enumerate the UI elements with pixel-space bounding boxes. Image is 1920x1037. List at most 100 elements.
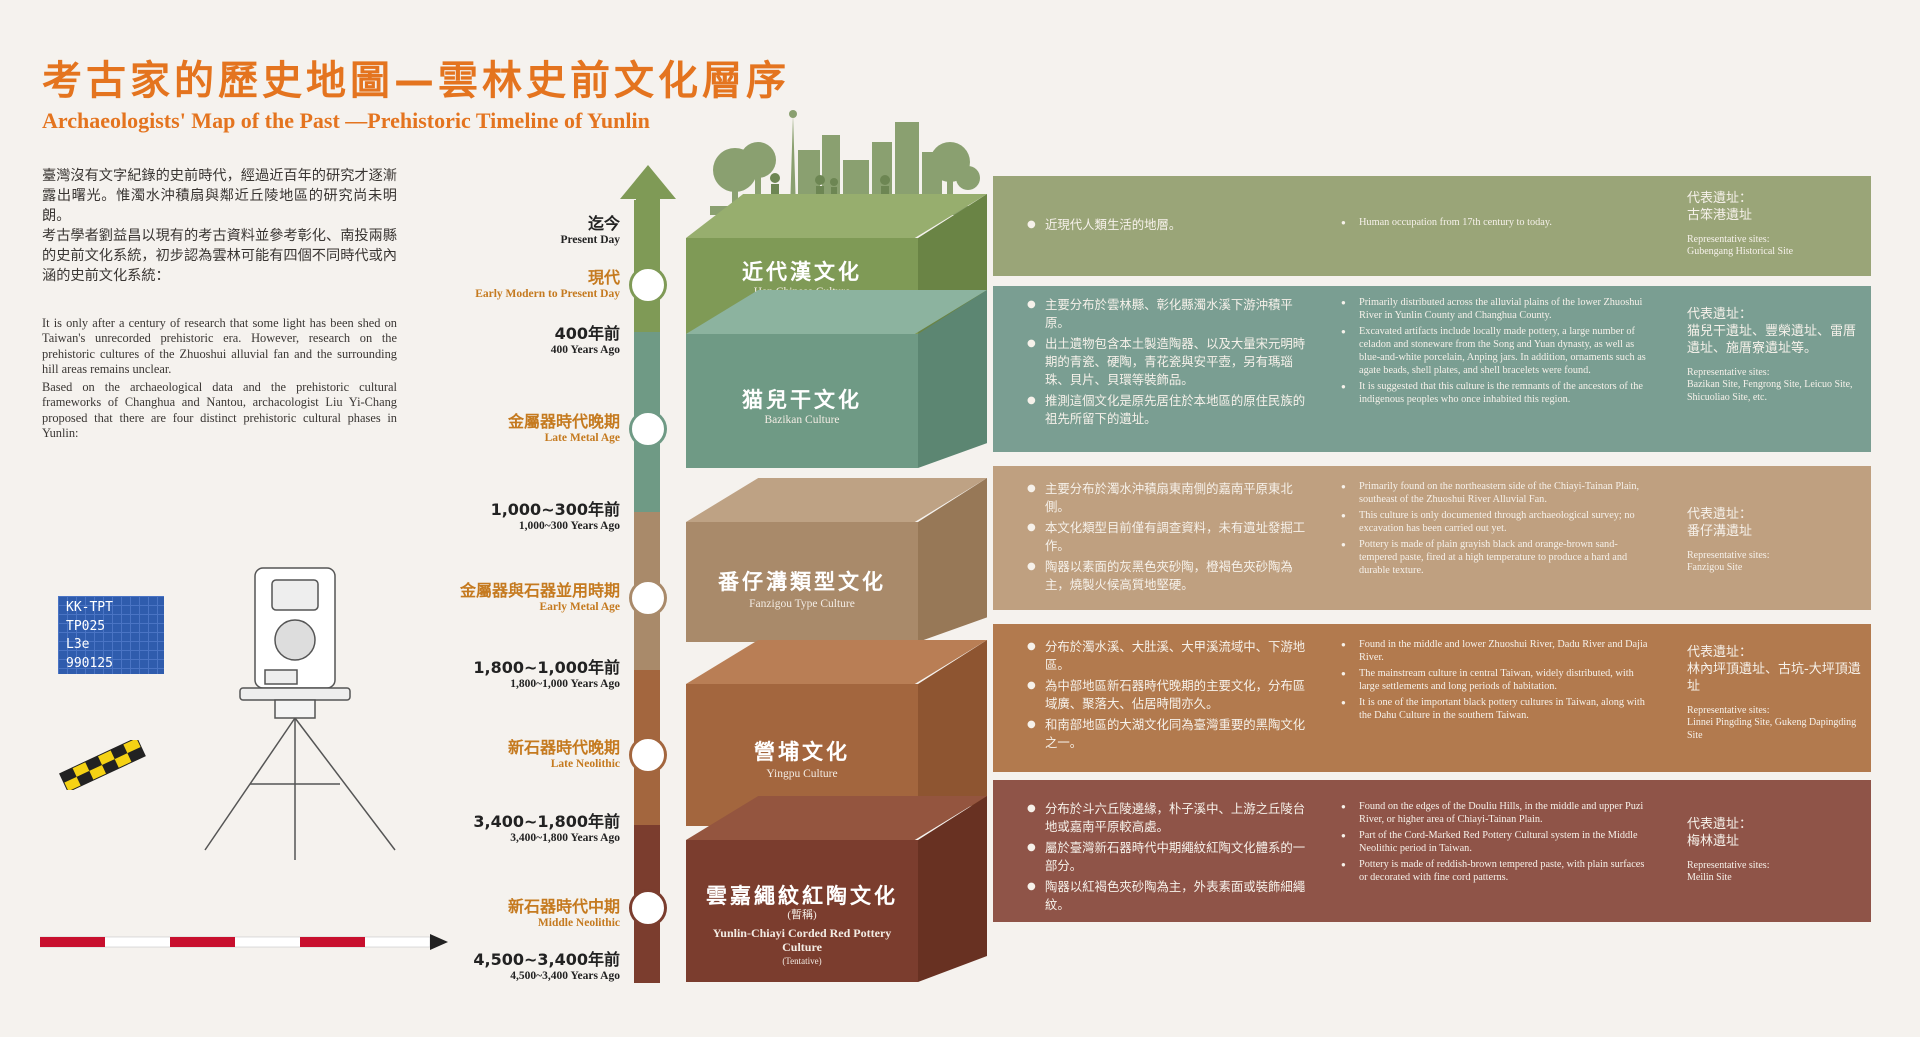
timeline-label-en: Late Neolithic: [550, 758, 620, 770]
bullet-zh: 主要分布於濁水沖積扇東南側的嘉南平原東北側。: [1027, 480, 1317, 516]
timeline-label-1800-1000: 1,800~1,000年前 1,800~1,000 Years Ago: [473, 654, 620, 690]
bullets-en: Found in the middle and lower Zhuoshui R…: [1341, 638, 1651, 725]
bullet-en: This culture is only documented through …: [1341, 509, 1651, 535]
bullet-zh: 為中部地區新石器時代晚期的主要文化，分布區域廣、聚落大、佔居時間亦久。: [1027, 677, 1317, 713]
bullet-en: Pottery is made of reddish-brown tempere…: [1341, 858, 1651, 884]
culture-panel-bazikan: 主要分布於雲林縣、彰化縣濁水溪下游沖積平原。 出土遺物包含本土製造陶器、以及大量…: [993, 286, 1871, 452]
bullets-en: Found on the edges of the Douliu Hills, …: [1341, 800, 1651, 887]
timeline-label-zh: 新石器時代晚期: [507, 738, 620, 757]
bullet-zh: 本文化類型目前僅有調查資料，未有遺址發掘工作。: [1027, 519, 1317, 555]
timeline-label-zh: 3,400~1,800年前: [473, 812, 620, 831]
rep-sites-zh: 古笨港遺址: [1687, 208, 1753, 223]
culture-title-zh: 營埔文化: [754, 739, 850, 764]
rep-heading-en: Representative sites:: [1687, 367, 1770, 378]
badge-line: 990125: [66, 655, 113, 671]
culture-title-en: Bazikan Culture: [764, 414, 840, 426]
culture-title-en: Yunlin-Chiayi Corded Red Pottery Culture: [712, 926, 892, 954]
bullet-en: It is suggested that this culture is the…: [1341, 380, 1651, 406]
timeline-label-en: 4,500~3,400 Years Ago: [510, 970, 620, 982]
survey-id-badge: KK-TPT TP025 L3e 990125: [58, 596, 164, 674]
rep-sites-zh: 番仔溝遺址: [1687, 524, 1753, 539]
rep-heading-zh: 代表遺址：: [1687, 191, 1753, 206]
badge-line: TP025: [66, 618, 106, 634]
culture-title-zh: 近代漢文化: [742, 259, 862, 284]
culture-note-en: (Tentative): [782, 956, 822, 966]
timeline-node-middle-neolithic: [632, 892, 664, 924]
bullet-zh: 陶器以紅褐色夾砂陶為主，外表素面或裝飾細繩紋。: [1027, 878, 1317, 914]
intro-zh-paragraph-2: 考古學者劉益昌以現有的考古資料並參考彰化、南投兩縣的史前文化系統，初步認為雲林可…: [42, 228, 397, 284]
intro-en-paragraph-1: It is only after a century of research t…: [42, 316, 397, 377]
bullet-en: Primarily distributed across the alluvia…: [1341, 296, 1651, 322]
page-title-zh: 考古家的歷史地圖—雲林史前文化層序: [42, 58, 790, 104]
timeline-label-zh: 4,500~3,400年前: [473, 950, 620, 969]
timeline-label-late-metal: 金屬器時代晚期 Late Metal Age: [508, 408, 620, 444]
timeline-segment-modern: [634, 200, 660, 332]
bullets-en: Primarily found on the northeastern side…: [1341, 480, 1651, 580]
rep-heading-zh: 代表遺址：: [1687, 307, 1753, 322]
bullet-zh: 主要分布於雲林縣、彰化縣濁水溪下游沖積平原。: [1027, 296, 1317, 332]
bullets-en: Primarily distributed across the alluvia…: [1341, 296, 1651, 409]
timeline-label-middle-neolithic: 新石器時代中期 Middle Neolithic: [508, 893, 620, 929]
timeline-label-400: 400年前 400 Years Ago: [551, 320, 620, 356]
rep-sites-zh: 林內坪頂遺址、古坑-大坪頂遺址: [1687, 662, 1861, 694]
page-title-en: Archaeologists' Map of the Past —Prehist…: [42, 108, 650, 133]
bullet-zh: 推測這個文化是原先居住於本地區的原住民族的祖先所留下的遺址。: [1027, 392, 1317, 428]
bullet-zh: 分布於濁水溪、大肚溪、大甲溪流域中、下游地區。: [1027, 638, 1317, 674]
timeline-label-en: Late Metal Age: [544, 432, 620, 444]
block-front-fanzigou: 番仔溝類型文化 Fanzigou Type Culture: [686, 522, 918, 642]
checkered-marker-icon: [59, 740, 146, 790]
culture-title-zh: 雲嘉繩紋紅陶文化: [706, 883, 898, 908]
bullets-zh: 主要分布於濁水沖積扇東南側的嘉南平原東北側。 本文化類型目前僅有調查資料，未有遺…: [1027, 480, 1317, 597]
bullet-en: Primarily found on the northeastern side…: [1341, 480, 1651, 506]
timeline-label-en: 1,000~300 Years Ago: [518, 520, 620, 532]
timeline-label-en: 400 Years Ago: [550, 344, 620, 356]
bullet-en: Found on the edges of the Douliu Hills, …: [1341, 800, 1651, 826]
rep-sites-en: Bazikan Site, Fengrong Site, Leicuo Site…: [1687, 379, 1853, 403]
badge-line: KK-TPT: [66, 600, 113, 615]
bullets-zh: 近現代人類生活的地層。: [1027, 216, 1297, 237]
rep-sites-en: Gubengang Historical Site: [1687, 246, 1794, 257]
rep-heading-zh: 代表遺址：: [1687, 645, 1753, 660]
timeline-label-late-neolithic: 新石器時代晚期 Late Neolithic: [508, 734, 620, 770]
rep-heading-en: Representative sites:: [1687, 550, 1770, 561]
timeline-label-4500-3400: 4,500~3,400年前 4,500~3,400 Years Ago: [473, 946, 620, 982]
timeline-node-modern: [632, 269, 664, 301]
bullet-en: Pottery is made of plain grayish black a…: [1341, 538, 1651, 577]
timeline-arrow-icon: [620, 165, 676, 205]
culture-title-en: Yingpu Culture: [766, 768, 838, 780]
rep-sites-en: Fanzigou Site: [1687, 562, 1743, 573]
bullet-zh: 出土遺物包含本土製造陶器、以及大量宋元明時期的青瓷、硬陶，青花瓷與安平壺，另有瑪…: [1027, 335, 1317, 389]
rep-heading-en: Representative sites:: [1687, 705, 1770, 716]
scale-bar: [40, 934, 448, 950]
culture-panel-fanzigou: 主要分布於濁水沖積扇東南側的嘉南平原東北側。 本文化類型目前僅有調查資料，未有遺…: [993, 466, 1871, 610]
total-station-illustration: [204, 567, 396, 860]
timeline-label-zh: 1,000~300年前: [490, 500, 620, 519]
timeline-node-early-metal: [632, 582, 664, 614]
rep-heading-zh: 代表遺址：: [1687, 817, 1753, 832]
badge-line: L3e: [66, 637, 90, 652]
rep-heading-zh: 代表遺址：: [1687, 507, 1753, 522]
bullet-zh: 近現代人類生活的地層。: [1027, 216, 1297, 234]
bullet-zh: 陶器以素面的灰黑色夾砂陶，橙褐色夾砂陶為主，燒製火候高質地堅硬。: [1027, 558, 1317, 594]
culture-note-zh: (暫稱): [787, 909, 817, 921]
representative-sites: 代表遺址： 梅林遺址 Representative sites: Meilin …: [1687, 816, 1862, 884]
representative-sites: 代表遺址： 林內坪頂遺址、古坑-大坪頂遺址 Representative sit…: [1687, 644, 1862, 742]
timeline-label-3400-1800: 3,400~1,800年前 3,400~1,800 Years Ago: [473, 808, 620, 844]
bullet-en: The mainstream culture in central Taiwan…: [1341, 667, 1651, 693]
timeline-label-zh: 新石器時代中期: [507, 897, 620, 916]
timeline-label-zh: 金屬器與石器並用時期: [459, 581, 620, 600]
culture-title-zh: 猫兒干文化: [742, 387, 862, 412]
bullets-zh: 分布於濁水溪、大肚溪、大甲溪流域中、下游地區。 為中部地區新石器時代晚期的主要文…: [1027, 638, 1317, 755]
bullets-zh: 主要分布於雲林縣、彰化縣濁水溪下游沖積平原。 出土遺物包含本土製造陶器、以及大量…: [1027, 296, 1317, 431]
bullet-zh: 分布於斗六丘陵邊緣，朴子溪中、上游之丘陵台地或嘉南平原較高處。: [1027, 800, 1317, 836]
representative-sites: 代表遺址： 猫兒干遺址、豐榮遺址、雷厝遺址、施厝寮遺址等。 Representa…: [1687, 306, 1862, 404]
bullet-en: Found in the middle and lower Zhuoshui R…: [1341, 638, 1651, 664]
timeline-label-modern: 現代 Early Modern to Present Day: [475, 264, 620, 300]
timeline-label-zh: 迄今: [587, 214, 620, 233]
block-front-yunlin-chiayi: 雲嘉繩紋紅陶文化 (暫稱) Yunlin-Chiayi Corded Red P…: [686, 840, 918, 982]
culture-panel-han: 近現代人類生活的地層。 Human occupation from 17th c…: [993, 176, 1871, 276]
rep-sites-en: Linnei Pingding Site, Gukeng Dapingding …: [1687, 717, 1857, 741]
timeline-label-en: 1,800~1,000 Years Ago: [510, 678, 620, 690]
timeline-label-1000-300: 1,000~300年前 1,000~300 Years Ago: [491, 496, 620, 532]
rep-heading-en: Representative sites:: [1687, 860, 1770, 871]
